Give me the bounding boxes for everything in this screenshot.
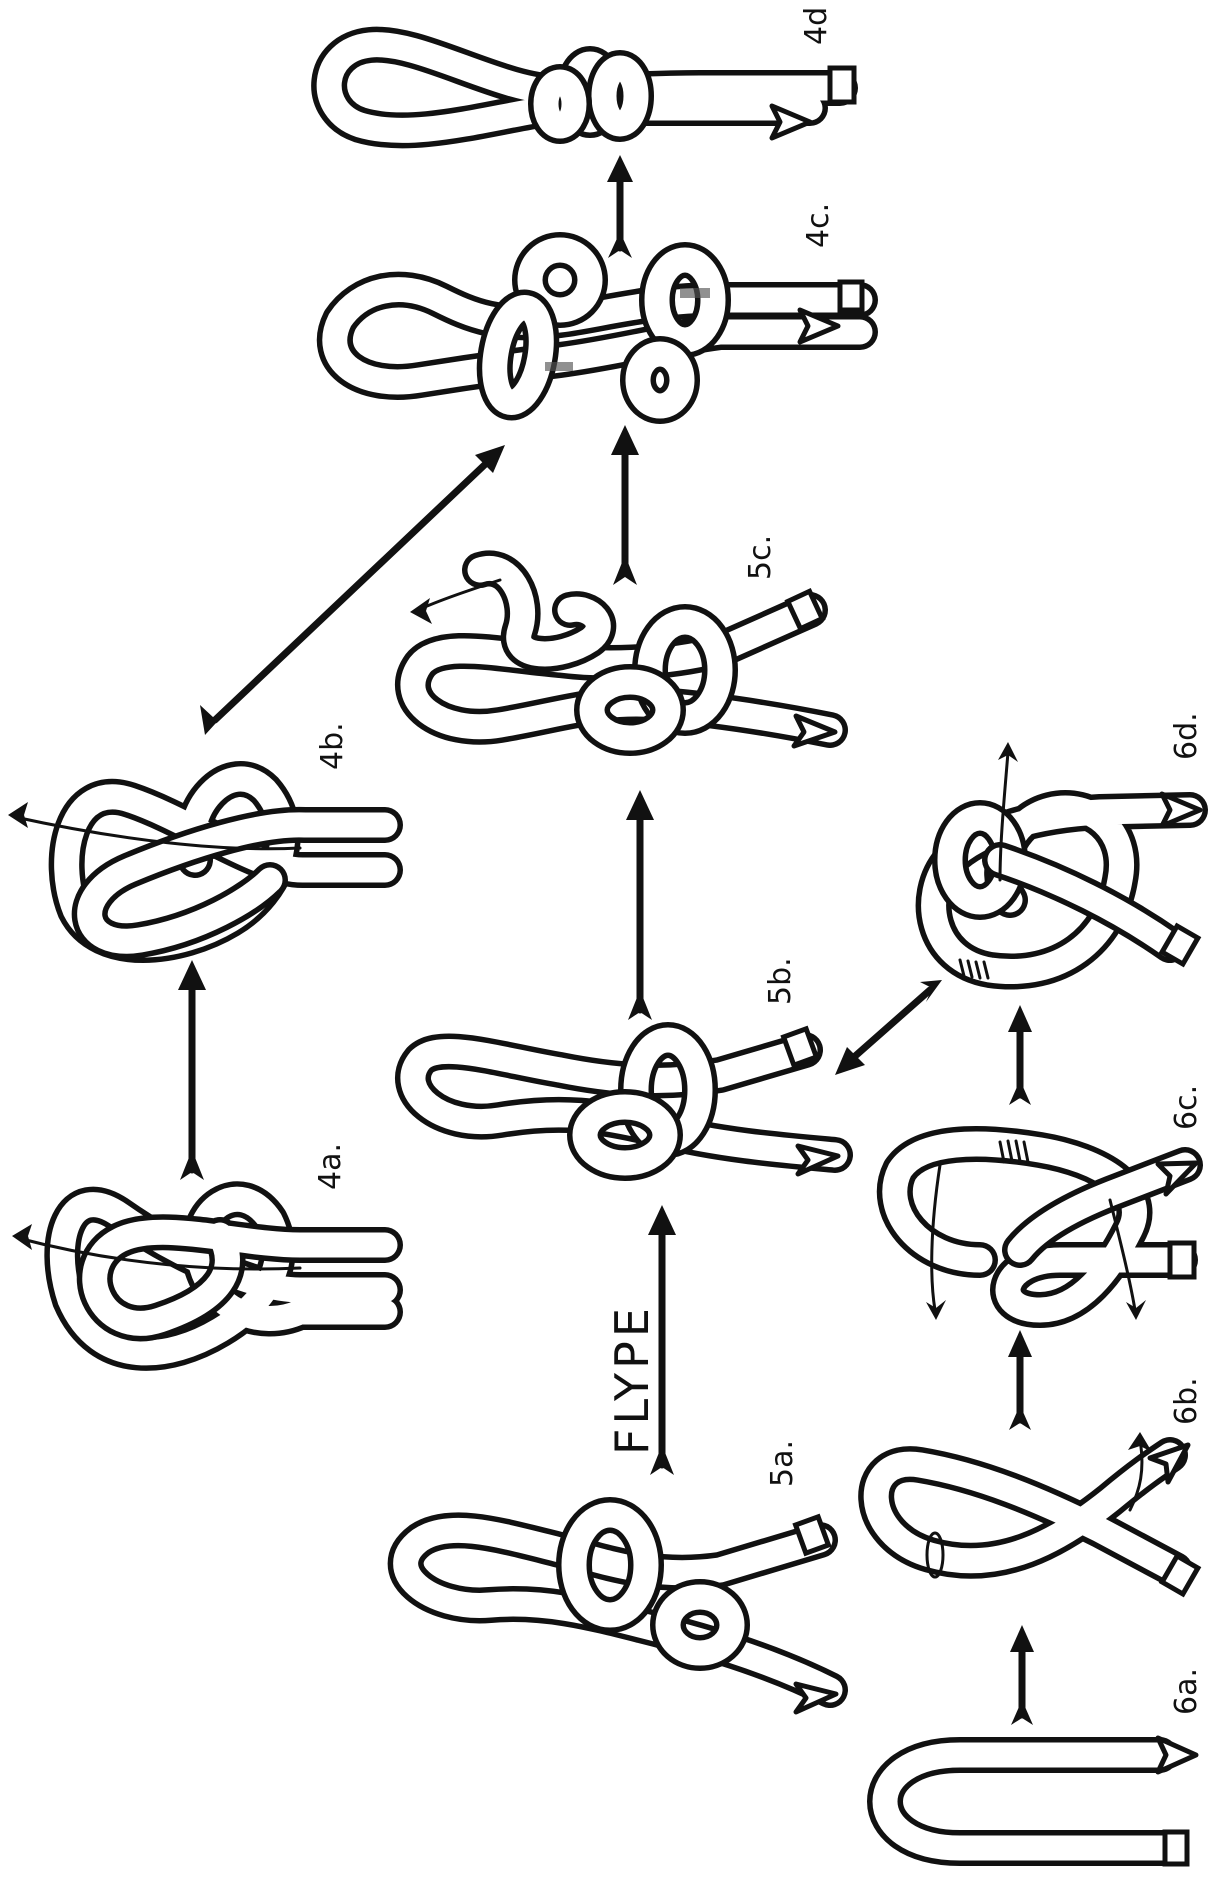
step-label-5b: 5b. (763, 957, 798, 1005)
step-label-6a: 6a. (1169, 1668, 1204, 1715)
knot-step-6a (885, 1738, 1196, 1864)
knot-step-5c (410, 568, 835, 746)
step-label-4a: 4a. (313, 1143, 348, 1190)
knot-step-4c (335, 250, 862, 406)
knot-step-5b (413, 1029, 838, 1174)
arrow-5c-to-4c (611, 425, 639, 585)
arrow-4c-to-4d (607, 155, 633, 258)
knot-step-6b (876, 1432, 1198, 1594)
step-label-6d: 6d. (1169, 712, 1204, 760)
arrow-6a-to-6b (1010, 1625, 1034, 1725)
knot-step-4a (12, 1199, 385, 1353)
knot-step-6c (895, 1141, 1196, 1320)
step-label-5c: 5c. (743, 535, 778, 580)
arrow-5b-to-5c (626, 790, 654, 1020)
arrow-4a-to-4b (178, 960, 206, 1180)
step-label-4b: 4b. (315, 722, 350, 770)
step-label-5a: 5a. (765, 1440, 800, 1487)
step-label-4d: 4d (799, 7, 834, 45)
knot-step-6d (934, 742, 1200, 978)
knot-step-4b (8, 779, 385, 945)
arrow-6c-to-6d (1008, 1005, 1032, 1105)
step-label-6b: 6b. (1169, 1377, 1204, 1425)
arrow-6b-to-6c (1008, 1330, 1032, 1430)
arrow-6d-to-5b (835, 980, 942, 1075)
flype-label: FLYPE (605, 1304, 659, 1455)
arrow-4b-to-4c (200, 445, 505, 735)
knot-step-5a (406, 1515, 836, 1712)
step-label-4c: 4c. (801, 203, 836, 248)
step-label-6c: 6c. (1169, 1085, 1204, 1130)
knot-step-4d (329, 45, 854, 138)
